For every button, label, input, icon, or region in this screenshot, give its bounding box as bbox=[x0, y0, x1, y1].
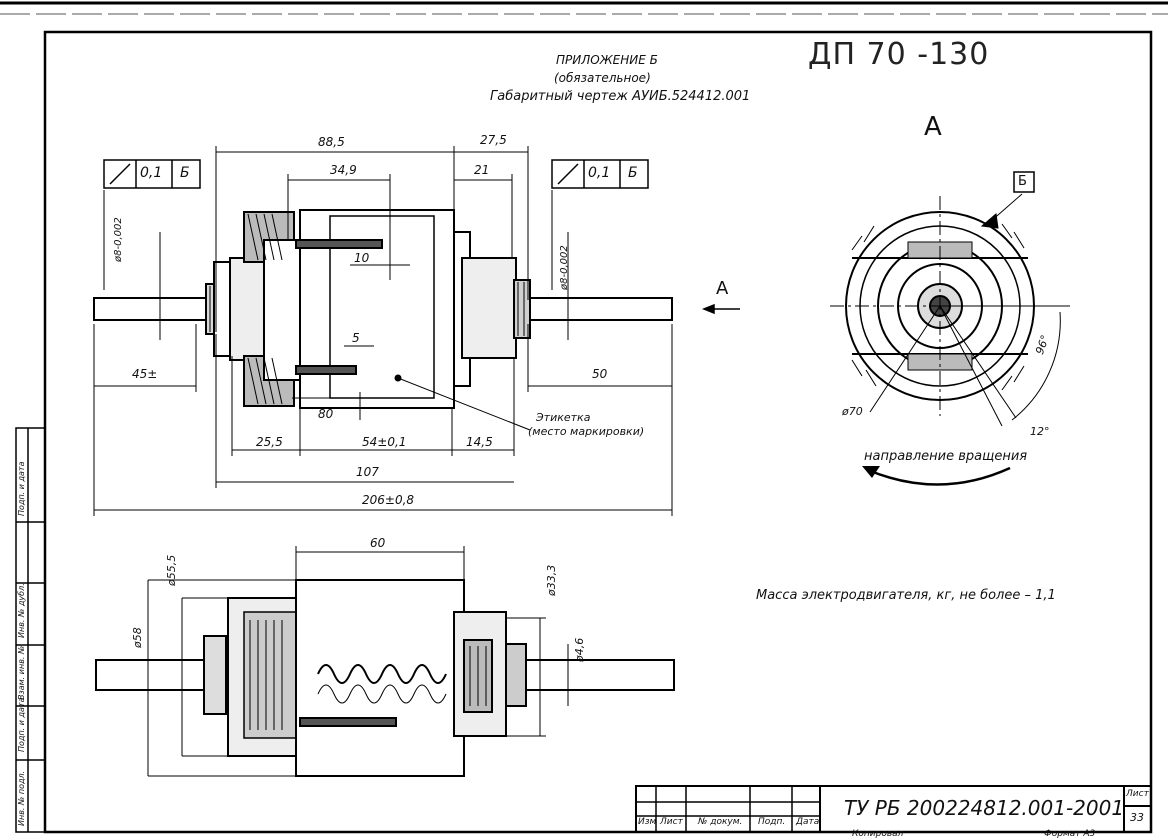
tolerance-frame-left bbox=[103, 159, 201, 189]
rotation-arrow bbox=[867, 466, 1011, 486]
dim-angle12: 12° bbox=[1030, 425, 1050, 438]
side-stamp-0: Инв. № подл. bbox=[17, 770, 26, 826]
dim-45: 45± bbox=[132, 367, 158, 381]
datum-box bbox=[1013, 171, 1035, 193]
side-stamp-1: Подп. и дата bbox=[17, 697, 26, 753]
dim-80: 80 bbox=[318, 407, 334, 421]
dim-shaft-left: ø8-0,002 bbox=[113, 217, 124, 262]
header-line2: (обязательное) bbox=[554, 71, 651, 85]
dim-55-5: ø55,5 bbox=[165, 554, 178, 586]
section-arrow bbox=[701, 303, 740, 315]
title-col-izm: Изм bbox=[638, 817, 657, 827]
dim-88-5: 88,5 bbox=[318, 135, 345, 149]
dim-34-9: 34,9 bbox=[330, 163, 357, 177]
dim-shaft-right: ø8-0,002 bbox=[559, 245, 570, 290]
title-kopiroval: Копировал bbox=[852, 829, 904, 839]
dim-107: 107 bbox=[356, 465, 379, 479]
title-block bbox=[635, 785, 1152, 833]
header-line1: ПРИЛОЖЕНИЕ Б bbox=[556, 53, 658, 67]
dim-33-3: ø33,3 bbox=[545, 564, 558, 596]
motor-main-view bbox=[93, 209, 673, 409]
view-label: А bbox=[924, 112, 942, 142]
rotation-label: направление вращения bbox=[864, 449, 1028, 464]
handwritten-code: ДП 70 -130 bbox=[808, 37, 990, 72]
dim-206: 206±0,8 bbox=[362, 493, 415, 507]
dim-27-5: 27,5 bbox=[480, 133, 507, 147]
mass-note: Масса электродвигателя, кг, не более – 1… bbox=[756, 588, 1056, 603]
dim-5: 5 bbox=[352, 331, 360, 345]
side-stamp-4: Подп. и дата bbox=[17, 461, 26, 517]
dim-10: 10 bbox=[354, 251, 370, 265]
title-sheet-num: 33 bbox=[1130, 811, 1144, 824]
motor-bottom-view bbox=[95, 579, 675, 777]
dim-4-6: ø4,6 bbox=[573, 637, 586, 662]
dim-21: 21 bbox=[474, 163, 490, 177]
dim-60: 60 bbox=[370, 536, 386, 550]
title-designation: ТУ РБ 200224812.001-2001 bbox=[844, 796, 1125, 820]
side-stamp bbox=[15, 427, 46, 833]
dim-50: 50 bbox=[592, 367, 608, 381]
dim-54: 54±0,1 bbox=[362, 435, 407, 449]
header-line3: Габаритный чертеж АУИБ.524412.001 bbox=[490, 89, 751, 104]
side-stamp-3: Инв. № дубл. bbox=[17, 583, 26, 638]
side-stamp-2: Взам. инв. № bbox=[17, 645, 26, 700]
shaft-left bbox=[93, 297, 207, 321]
title-col-date: Дата bbox=[796, 817, 820, 827]
rotation-arrowhead bbox=[862, 466, 880, 478]
title-format: Формат А3 bbox=[1044, 829, 1096, 839]
tolerance-left-value: 0,1 bbox=[140, 165, 163, 181]
title-col-list: Лист bbox=[660, 817, 683, 827]
title-col-doc: № докум. bbox=[698, 817, 743, 827]
label-note-line2: (место маркировки) bbox=[528, 425, 645, 438]
motor-end-view bbox=[830, 193, 1070, 427]
shaft-right bbox=[527, 297, 673, 321]
title-col-sign: Подп. bbox=[758, 817, 786, 827]
dim-d70: ø70 bbox=[842, 405, 863, 418]
title-sheet-label: Лист bbox=[1126, 789, 1149, 799]
dim-25-5: 25,5 bbox=[256, 435, 283, 449]
section-arrow-label: А bbox=[716, 278, 729, 299]
dim-58: ø58 bbox=[131, 627, 144, 648]
dimension-lines-top bbox=[93, 146, 673, 516]
dim-14-5: 14,5 bbox=[466, 435, 493, 449]
tolerance-right-value: 0,1 bbox=[588, 165, 611, 181]
dimension-lines-bottom bbox=[147, 546, 569, 777]
tolerance-left-datum: Б bbox=[180, 165, 190, 181]
label-note-line1: Этикетка bbox=[536, 411, 591, 424]
tolerance-right-datum: Б bbox=[628, 165, 638, 181]
tolerance-frame-right bbox=[551, 159, 649, 189]
datum-box-label: Б bbox=[1018, 174, 1027, 189]
